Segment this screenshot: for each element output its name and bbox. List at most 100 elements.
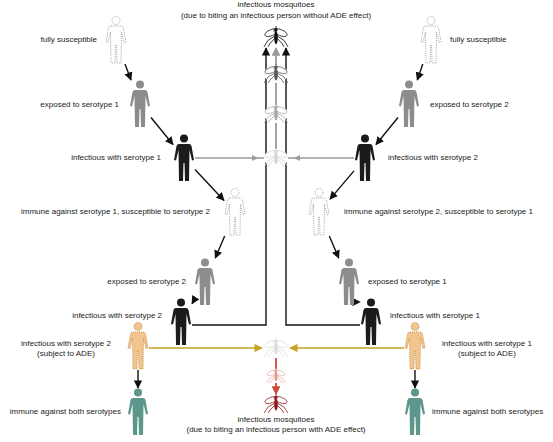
arrow-line [329, 236, 338, 258]
flow-arrow [417, 64, 423, 80]
node-label: infectious with serotype 1 [390, 311, 480, 321]
node-label: infectious with serotype 2 (subject to A… [13, 339, 119, 359]
arrow-line [414, 370, 415, 388]
flow-arrow [192, 48, 266, 325]
mosquito-icon [264, 148, 288, 167]
mosquito-icon [264, 64, 288, 83]
person-body [361, 308, 381, 345]
person-body [174, 144, 194, 181]
person-node: infectious with serotype 1 [360, 298, 382, 346]
person-node: infectious with serotype 1 (subject to A… [404, 322, 426, 370]
flow-arrow [415, 370, 416, 388]
person-head [367, 299, 375, 307]
person-node: exposed to serotype 1 [129, 80, 151, 128]
person-node: immune against serotype 2, susceptible t… [308, 188, 330, 236]
person-body [106, 26, 126, 63]
node-label: fully susceptible [41, 35, 97, 45]
person-figure [360, 298, 382, 346]
node-label: immune against serotype 1, susceptible t… [21, 207, 210, 217]
arrow-line [195, 48, 276, 158]
arrow-line [286, 48, 360, 325]
person-body [128, 332, 148, 369]
person-node: exposed to serotype 1 [338, 258, 360, 306]
person-node: immune against both serotypes [404, 388, 426, 436]
flow-arrow [125, 64, 131, 80]
arrow-line [376, 118, 398, 145]
arrow-line [215, 236, 224, 258]
person-node: infectious with serotype 1 [173, 134, 195, 182]
flow-arrow [195, 170, 224, 201]
person-body [171, 308, 191, 345]
arrow-line [137, 370, 138, 388]
person-head [136, 81, 144, 89]
node-label: exposed to serotype 1 [368, 277, 447, 287]
person-figure [129, 80, 151, 128]
flow-arrow [215, 236, 224, 258]
person-body [128, 398, 148, 435]
person-figure [420, 16, 442, 64]
flow-arrow [329, 236, 338, 258]
person-head [361, 135, 369, 143]
arrow-line [195, 170, 224, 201]
node-label: infectious with serotype 1 [71, 153, 161, 163]
person-node: fully susceptible [420, 16, 442, 64]
mosquito-icon [262, 394, 290, 414]
arrow-head [252, 155, 258, 161]
person-body [225, 198, 245, 235]
flow-arrow [195, 48, 276, 158]
mosquito-icon [264, 338, 288, 357]
person-node: infectious with serotype 2 [170, 298, 192, 346]
person-body [405, 398, 425, 435]
arrow-line [125, 64, 131, 80]
person-head [411, 323, 419, 331]
mosquito-shape [264, 394, 288, 413]
mosquito-icon [267, 368, 286, 383]
node-label: immune against serotype 2, susceptible t… [344, 207, 533, 217]
node-label: infectious mosquitoes [238, 0, 315, 10]
person-head [201, 259, 209, 267]
node-label: exposed to serotype 2 [430, 100, 509, 110]
node-label: infectious mosquitoes [238, 415, 315, 425]
person-head [411, 389, 419, 397]
flow-arrow [138, 370, 139, 388]
person-head [134, 389, 142, 397]
node-label: (due to biting an infectious person with… [186, 425, 365, 435]
mosquito-node: infectious mosquitoes(due to biting an i… [262, 26, 290, 48]
person-body [339, 268, 359, 305]
person-head [405, 81, 413, 89]
person-body [130, 90, 150, 127]
arrow-line [290, 347, 404, 348]
node-label: immune against both serotypes [10, 407, 121, 417]
person-head [180, 135, 188, 143]
person-body [405, 332, 425, 369]
person-figure [404, 322, 426, 370]
arrow-head [294, 155, 300, 161]
person-body [309, 198, 329, 235]
person-body [195, 268, 215, 305]
person-figure [308, 188, 330, 236]
person-node: infectious with serotype 2 [354, 134, 376, 182]
flow-arrow [376, 118, 398, 145]
arrow-line [276, 48, 354, 158]
person-head [315, 189, 323, 197]
mosquito-node: infectious mosquitoes(due to biting an i… [262, 394, 290, 414]
person-figure [224, 188, 246, 236]
flow-arrow [276, 48, 354, 158]
person-node: immune against serotype 1, susceptible t… [224, 188, 246, 236]
node-label: infectious with serotype 2 [72, 311, 162, 321]
mosquito-icon [262, 26, 290, 48]
person-head [112, 17, 120, 25]
person-head [427, 17, 435, 25]
person-figure [354, 134, 376, 182]
person-head [177, 299, 185, 307]
mosquito-shape [264, 26, 288, 47]
arrow-line [151, 118, 173, 145]
person-node: fully susceptible [105, 16, 127, 64]
node-label: (due to biting an infectious person with… [181, 11, 371, 21]
flow-arrow [276, 348, 404, 394]
node-label: immune against both serotypes [432, 407, 543, 417]
arrow-line [192, 300, 194, 303]
